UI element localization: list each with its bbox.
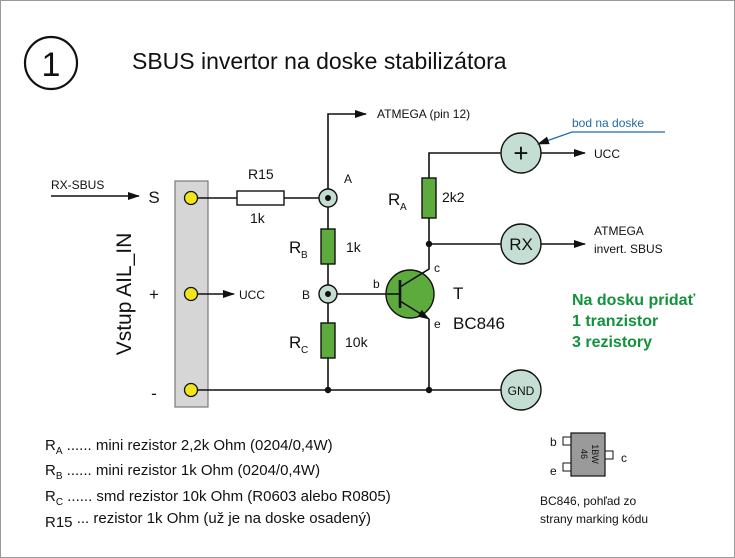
gnd-pad xyxy=(500,369,542,411)
connector-label: Vstup AIL_IN xyxy=(113,233,136,356)
ra-name: R xyxy=(388,190,400,209)
transistor-emitter-label: e xyxy=(434,317,441,331)
node-b-label: B xyxy=(302,288,310,302)
connector-pin-plus-label: + xyxy=(149,285,159,304)
package-pin-c xyxy=(604,450,614,460)
transistor-collector-lead xyxy=(399,259,430,288)
rx-sbus-label: RX-SBUS xyxy=(51,178,104,192)
package-marking-line1: 1BW xyxy=(590,444,600,464)
package-pin-b-label: b xyxy=(550,435,557,449)
connector-pin-minus xyxy=(183,382,199,398)
wire-ra-plus xyxy=(428,152,501,178)
package-body xyxy=(570,432,606,477)
note-line2: 1 tranzistor xyxy=(572,313,658,330)
package-pin-c-label: c xyxy=(621,451,627,465)
rb-resistor xyxy=(320,228,336,265)
ra-sub: A xyxy=(400,202,407,213)
rc-name: R xyxy=(289,333,301,352)
rb-sub: B xyxy=(301,250,308,261)
note-line1: Na dosku pridať xyxy=(572,292,696,309)
transistor-body xyxy=(385,269,435,319)
rb-value: 1k xyxy=(346,239,362,255)
package-pin-e-label: e xyxy=(550,464,557,478)
transistor: c e T BC846 xyxy=(385,259,505,333)
connector-pin-minus-label: - xyxy=(151,384,157,403)
transistor-base-label: b xyxy=(373,277,380,291)
junction-emitter-gnd xyxy=(425,386,433,394)
connector-pin-s xyxy=(183,190,199,206)
rc-sub: C xyxy=(301,345,308,356)
ra-resistor xyxy=(421,177,437,219)
rx-label-line1: ATMEGA xyxy=(594,224,644,238)
r15-value: 1k xyxy=(250,210,266,226)
rx-pad-symbol: RX xyxy=(509,235,533,254)
callout-arrow xyxy=(537,131,665,145)
page-title: SBUS invertor na doske stabilizátora xyxy=(132,48,507,74)
plus-pad-ucc-label: UCC xyxy=(594,147,620,161)
connector: S + - Vstup AIL_IN xyxy=(113,180,209,408)
rc-resistor xyxy=(320,322,336,359)
gnd-pad-symbol: GND xyxy=(508,384,535,398)
callout-label: bod na doske xyxy=(572,116,644,130)
rc-value: 10k xyxy=(345,334,369,350)
atmega-top-label: ATMEGA (pin 12) xyxy=(377,107,470,121)
package-marking-line2: 46 xyxy=(579,449,589,459)
transistor-emitter-arrow xyxy=(399,300,430,320)
parts-list-item: RA ...... mini rezistor 2,2k Ohm (0204/0… xyxy=(45,437,333,457)
transistor-part: BC846 xyxy=(453,314,505,333)
plus-ucc-label: UCC xyxy=(239,288,265,302)
node-b-dot xyxy=(325,291,331,297)
package-pin-b xyxy=(562,436,572,446)
transistor-name: T xyxy=(453,284,463,303)
transistor-collector-label: c xyxy=(434,261,440,275)
parts-list-item: RB ...... mini rezistor 1k Ohm (0204/0,4… xyxy=(45,462,320,482)
title-number: 1 xyxy=(42,46,61,84)
note-line3: 3 rezistory xyxy=(572,334,652,351)
wire-a-atmega xyxy=(327,110,367,189)
r15-resistor xyxy=(236,190,285,206)
package-caption-line1: BC846, pohľad zo xyxy=(540,494,637,508)
node-a-dot xyxy=(325,195,331,201)
r15-name: R15 xyxy=(248,166,274,182)
package-drawing: 1BW 46 b e c BC846, pohľad zo strany mar… xyxy=(540,432,648,526)
plus-pad-symbol: + xyxy=(513,138,528,168)
connector-pin-plus xyxy=(183,286,199,302)
rx-label-line2: invert. SBUS xyxy=(594,242,663,256)
title-number-circle xyxy=(23,35,79,91)
ra-value: 2k2 xyxy=(442,189,465,205)
parts-list: RA ...... mini rezistor 2,2k Ohm (0204/0… xyxy=(45,437,391,531)
package-pin-e xyxy=(562,462,572,472)
package-caption-line2: strany marking kódu xyxy=(540,512,648,526)
rb-name: R xyxy=(289,238,301,257)
parts-list-item: RC ...... smd rezistor 10k Ohm (R0603 al… xyxy=(45,488,391,508)
node-a-label: A xyxy=(344,172,352,186)
title-group: 1 SBUS invertor na doske stabilizátora xyxy=(23,35,507,91)
parts-list-item: R15 ... rezistor 1k Ohm (už je na doske … xyxy=(45,510,371,531)
connector-pin-s-label: S xyxy=(148,188,159,207)
